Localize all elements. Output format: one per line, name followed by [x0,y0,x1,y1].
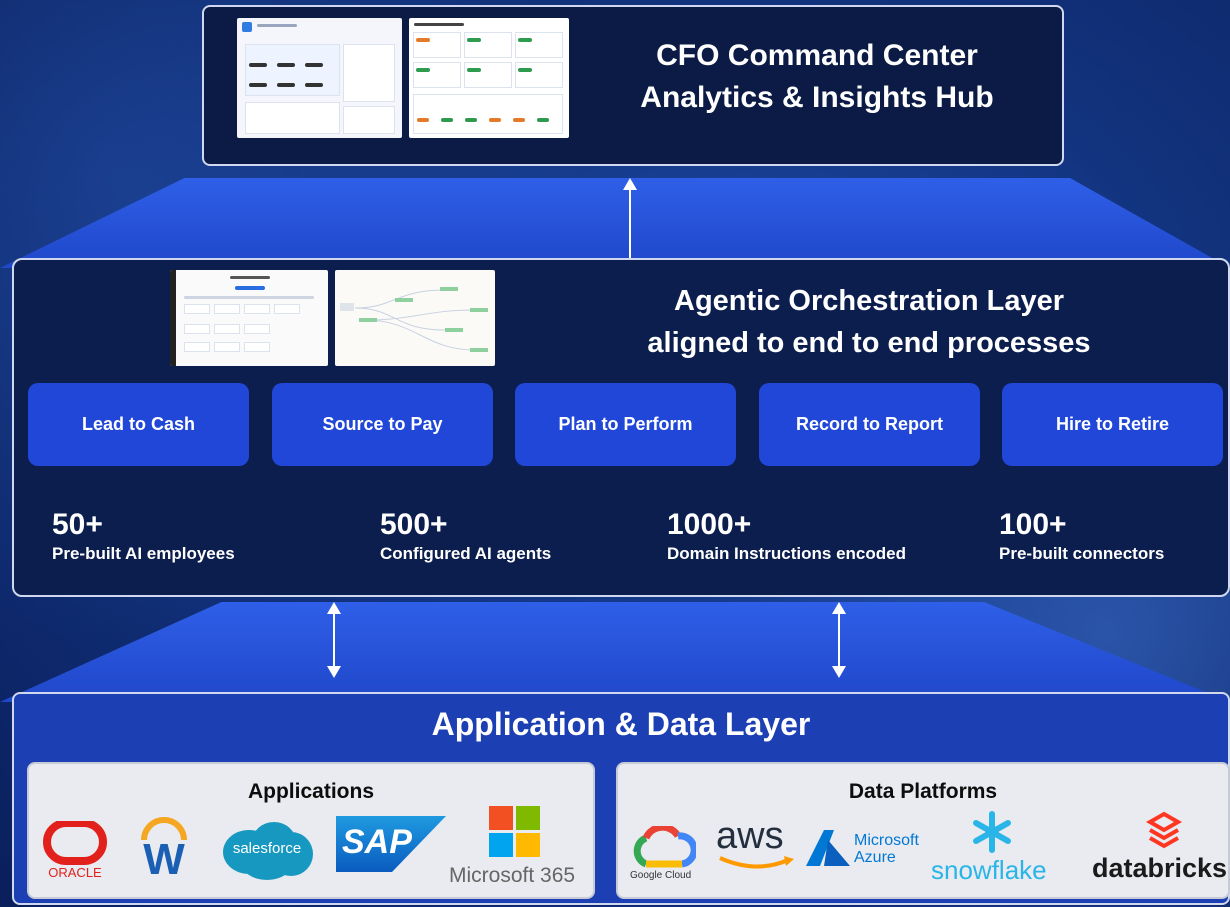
stat-value: 50+ [52,508,103,541]
workday-logo: W [136,810,192,889]
applications-title: Applications [247,780,374,803]
process-hire-to-retire: Hire to Retire [1002,383,1223,466]
oracle-logo: ORACLE [41,819,109,888]
databricks-logo: databricks [1092,810,1230,882]
google-cloud-logo: Google Cloud [630,823,698,881]
aws-logo: aws [716,816,794,869]
double-arrow-left-icon [327,602,341,678]
stat-label: Domain Instructions encoded [667,544,906,563]
process-source-to-pay: Source to Pay [272,383,493,466]
orchestration-layer-box: Agentic Orchestration Layer aligned to e… [12,258,1230,597]
applications-panel: Applications ORACLE W salesforce [27,762,595,899]
salesforce-logo: salesforce [219,818,315,887]
snowflake-logo: snowflake [931,810,1096,884]
dashboard-thumbnail-2 [409,18,569,138]
arrow-up-icon [623,178,637,260]
data-platforms-title: Data Platforms [848,780,998,803]
process-record-to-report: Record to Report [759,383,980,466]
cfo-command-center-title: CFO Command Center Analytics & Insights … [640,39,994,114]
stat-label: Configured AI agents [380,544,552,563]
stat-value: 1000+ [667,508,752,541]
stat-value: 500+ [380,508,448,541]
data-platforms-panel: Data Platforms Google Cloud aws [616,762,1230,899]
stat-ai-employees: 50+ Pre-built AI employees [52,508,235,564]
stat-domain-instructions: 1000+ Domain Instructions encoded [667,508,906,564]
orchestration-layer-title: Agentic Orchestration Layer aligned to e… [647,285,1091,359]
application-data-layer-title: Application & Data Layer [431,706,811,742]
sap-logo: SAP [336,816,446,877]
stat-label: Pre-built connectors [999,544,1165,563]
stat-ai-agents: 500+ Configured AI agents [380,508,551,564]
application-data-layer-box: Application & Data Layer Applications OR… [12,692,1230,905]
microsoft-365-logo: Microsoft 365 [449,806,589,887]
connector-band-bottom [0,602,1230,702]
connector-band-top [0,178,1230,268]
stat-connectors: 100+ Pre-built connectors [999,508,1164,564]
cfo-command-center-box: CFO Command Center Analytics & Insights … [202,5,1064,166]
dashboard-thumbnail-1 [237,18,402,138]
process-plan-to-perform: Plan to Perform [515,383,736,466]
process-lead-to-cash: Lead to Cash [28,383,249,466]
stat-label: Pre-built AI employees [52,544,235,563]
azure-logo: Microsoft Azure [806,830,919,871]
workflow-graph-thumbnail [335,270,495,366]
ai-employees-thumbnail [170,270,328,366]
stat-value: 100+ [999,508,1067,541]
double-arrow-right-icon [832,602,846,678]
